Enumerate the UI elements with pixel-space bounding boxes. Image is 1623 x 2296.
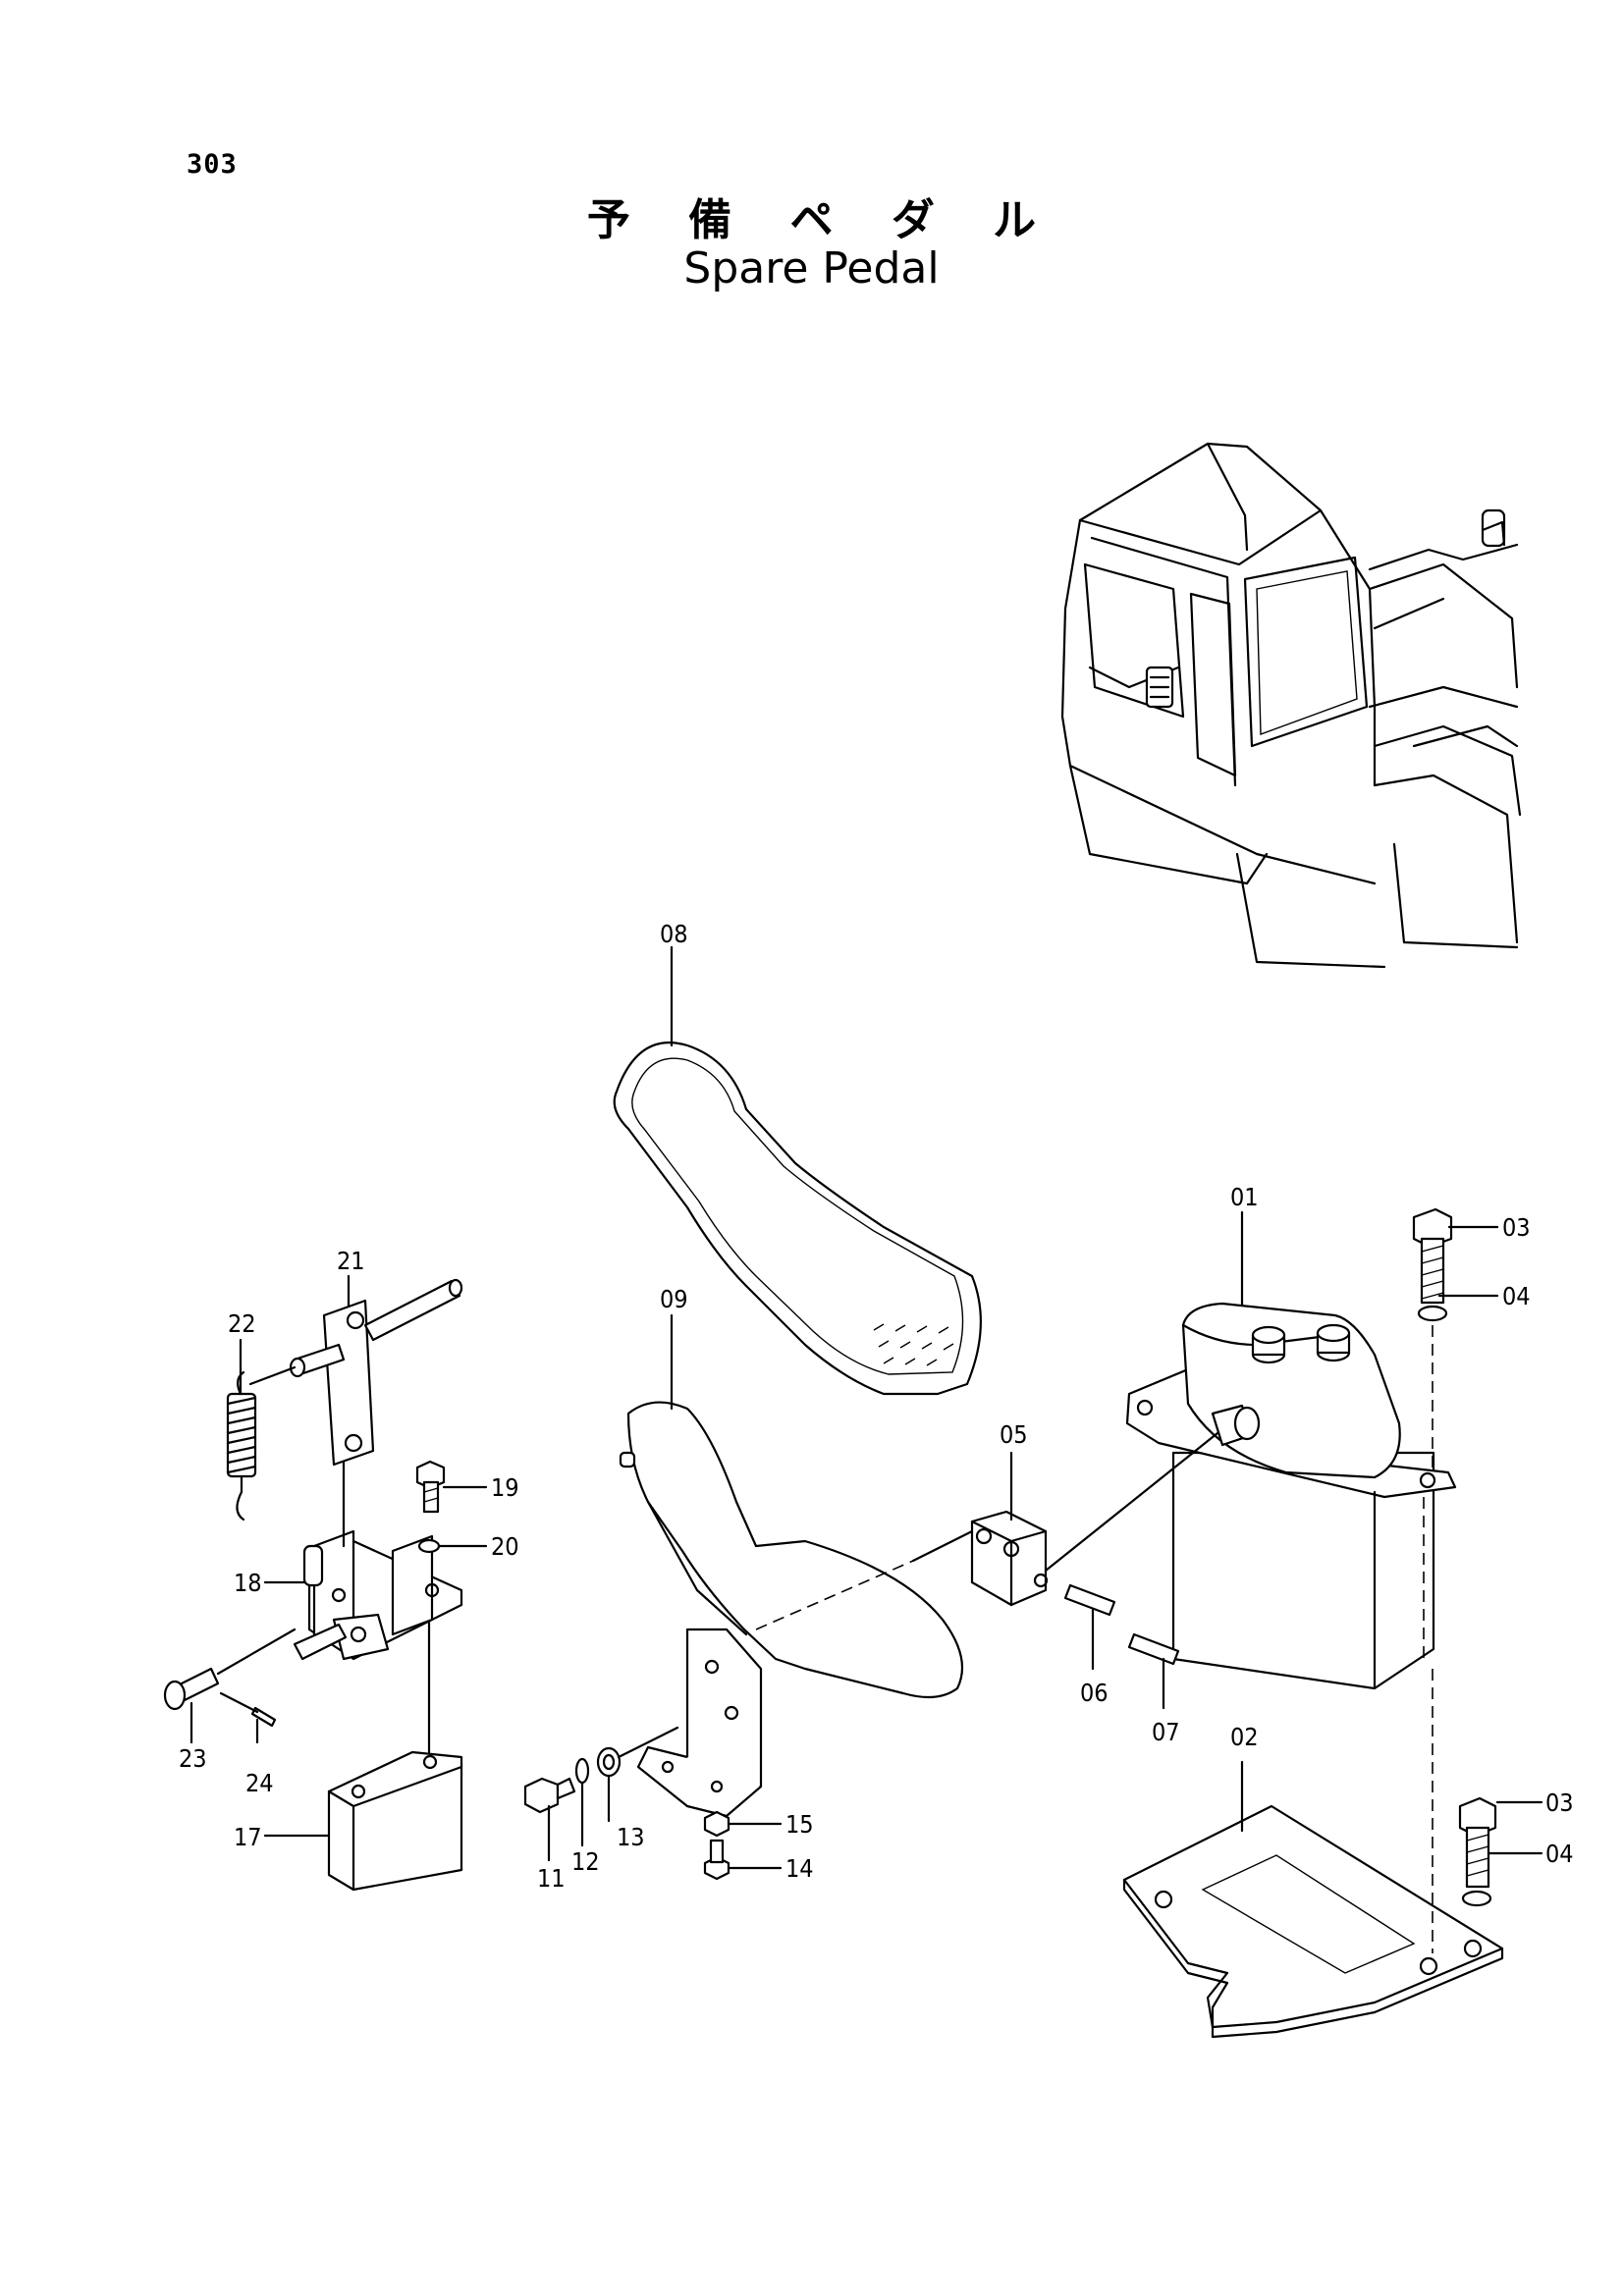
part-21-lever-arm <box>289 1278 463 1467</box>
label-part-17: 17 <box>234 1823 262 1851</box>
leader-05-to-09 <box>911 1529 974 1563</box>
label-part-24: 24 <box>245 1769 274 1797</box>
assembly-guide-lines <box>216 1365 431 1754</box>
part-06-07-pins <box>1063 1583 1180 1666</box>
part-number-labels: 08 09 01 02 03 04 03 04 05 06 07 11 12 1… <box>179 920 1574 1893</box>
label-part-12: 12 <box>571 1847 600 1876</box>
part-09-pedal <box>619 1401 964 1818</box>
label-part-03-lower: 03 <box>1545 1789 1574 1817</box>
leader-05-to-01 <box>1044 1431 1219 1573</box>
excavator-cab-illustration <box>1060 442 1522 969</box>
title-japanese: 予 備 ペ ダ ル <box>586 195 1058 245</box>
label-part-15: 15 <box>785 1810 814 1839</box>
label-part-04-upper: 04 <box>1502 1282 1531 1310</box>
label-part-01: 01 <box>1230 1183 1259 1211</box>
part-02-base-plate <box>1122 1804 1504 2039</box>
label-part-05: 05 <box>1000 1420 1028 1449</box>
label-part-13: 13 <box>617 1823 645 1851</box>
part-01-valve-body <box>1125 1302 1457 1690</box>
part-03-04-bolts <box>1412 1207 1497 1953</box>
label-part-23: 23 <box>179 1744 207 1773</box>
part-18-bracket <box>293 1529 463 1661</box>
part-23-24-pin-cotter <box>163 1667 277 1728</box>
label-part-20: 20 <box>491 1532 519 1561</box>
page-number: 303 <box>187 149 238 180</box>
label-part-19: 19 <box>491 1473 519 1502</box>
part-11-15-fasteners <box>523 1726 730 1881</box>
axis-09-to-05 <box>755 1560 914 1630</box>
part-17-block <box>327 1750 463 1892</box>
label-part-21: 21 <box>337 1247 365 1275</box>
label-part-07: 07 <box>1152 1718 1180 1746</box>
label-part-22: 22 <box>228 1309 256 1338</box>
label-part-18: 18 <box>234 1569 262 1597</box>
part-22-spring <box>226 1370 257 1522</box>
leader-lines <box>189 945 1543 1870</box>
title-english: Spare Pedal <box>683 243 940 294</box>
part-08-pedal-cover <box>613 1041 982 1396</box>
label-part-11: 11 <box>537 1864 566 1893</box>
label-part-04-lower: 04 <box>1545 1840 1574 1868</box>
label-part-08: 08 <box>660 920 688 948</box>
label-part-06: 06 <box>1080 1679 1109 1707</box>
label-part-14: 14 <box>785 1854 814 1883</box>
label-part-03-upper: 03 <box>1502 1213 1531 1242</box>
label-part-02: 02 <box>1230 1723 1259 1751</box>
part-05-block <box>970 1510 1049 1607</box>
part-19-20-bolt-washer <box>415 1460 446 1554</box>
label-part-09: 09 <box>660 1285 688 1313</box>
